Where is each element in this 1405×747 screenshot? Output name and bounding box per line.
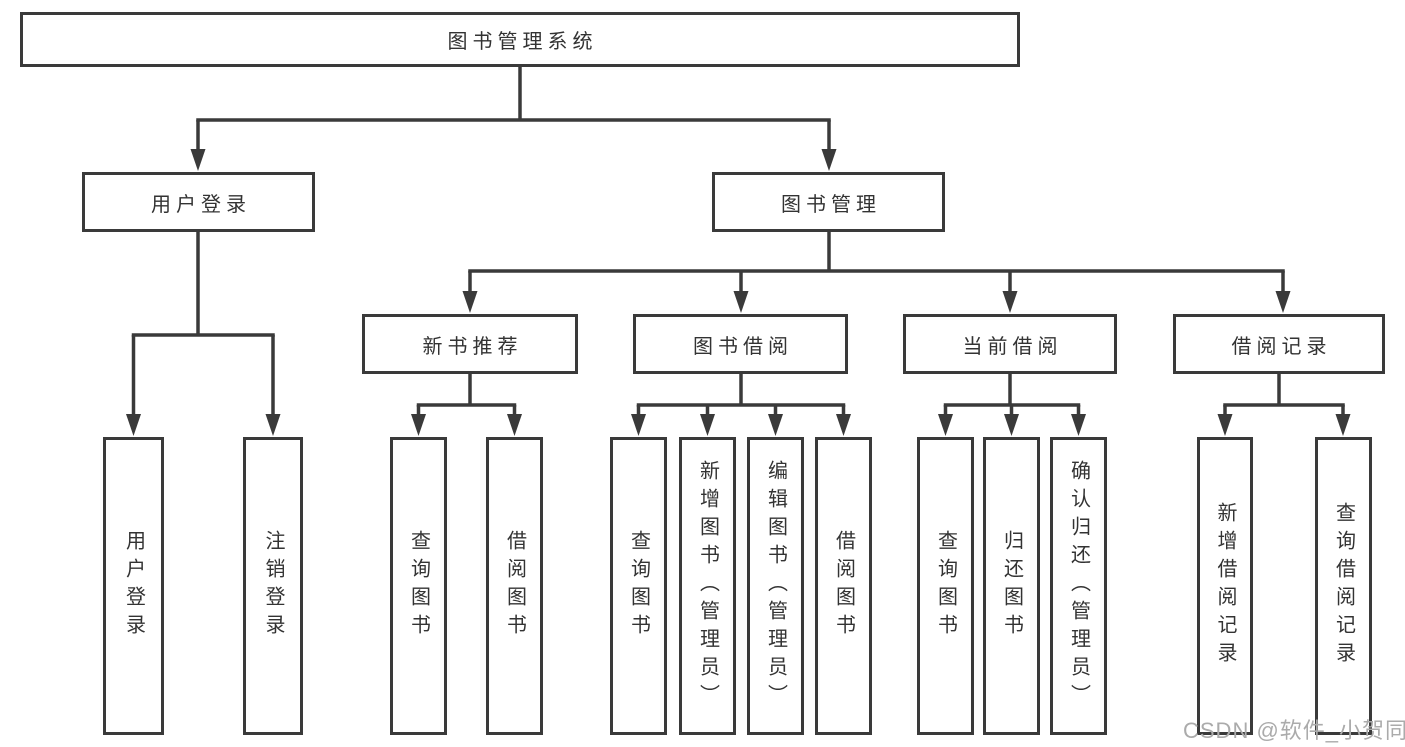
watermark: CSDN @软件_小贺同学 (1183, 718, 1405, 743)
arrowhead-icon (821, 149, 837, 171)
leaf-cb-return-books: 归还图书 (983, 437, 1040, 735)
node-new-book-recommend: 新书推荐 (362, 314, 578, 374)
arrowhead-icon (126, 414, 141, 436)
leaf-rec-borrow-books: 借阅图书 (486, 437, 543, 735)
arrowhead-icon (1275, 291, 1291, 313)
arrowhead-icon (265, 414, 281, 436)
arrowhead-icon (507, 414, 522, 436)
arrowhead-icon (1071, 414, 1086, 436)
arrowhead-icon (1004, 414, 1019, 436)
arrowhead-icon (836, 414, 851, 436)
leaf-br-add-record: 新增借阅记录 (1197, 437, 1253, 735)
leaf-rec-query-books: 查询图书 (390, 437, 447, 735)
leaf-bb-add-books-admin: 新增图书（管理员） (679, 437, 736, 735)
arrowhead-icon (938, 414, 953, 436)
node-book-borrowing: 图书借阅 (633, 314, 848, 374)
arrowhead-icon (733, 291, 749, 313)
leaf-bb-query-books: 查询图书 (610, 437, 667, 735)
arrowhead-icon (1335, 414, 1351, 436)
node-book-management: 图书管理 (712, 172, 945, 232)
arrowhead-icon (768, 414, 783, 436)
arrowhead-icon (631, 414, 646, 436)
leaf-cb-query-books: 查询图书 (917, 437, 974, 735)
arrowhead-icon (700, 414, 715, 436)
leaf-logout: 注销登录 (243, 437, 303, 735)
leaf-user-login: 用户登录 (103, 437, 164, 735)
leaf-br-query-record: 查询借阅记录 (1315, 437, 1372, 735)
leaf-bb-edit-books-admin: 编辑图书（管理员） (747, 437, 804, 735)
arrowhead-icon (462, 291, 478, 313)
leaf-cb-confirm-return-admin: 确认归还（管理员） (1050, 437, 1107, 735)
node-borrow-records: 借阅记录 (1173, 314, 1385, 374)
node-root: 图书管理系统 (20, 12, 1020, 67)
arrowhead-icon (190, 149, 206, 171)
arrowhead-icon (1217, 414, 1233, 436)
arrowhead-icon (1002, 291, 1018, 313)
node-user-login: 用户登录 (82, 172, 315, 232)
arrowhead-icon (411, 414, 426, 436)
node-current-borrowing: 当前借阅 (903, 314, 1117, 374)
leaf-bb-borrow-books: 借阅图书 (815, 437, 872, 735)
